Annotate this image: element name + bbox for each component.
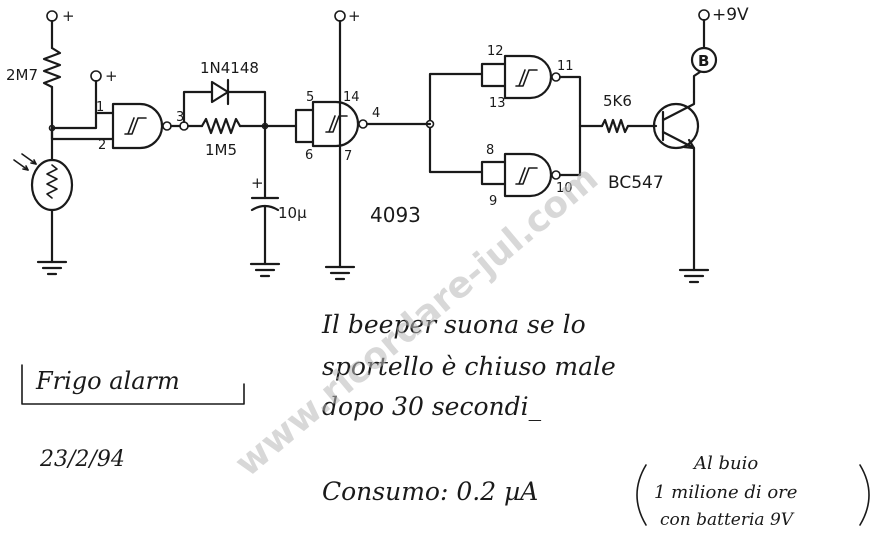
svg-text:8: 8	[486, 143, 494, 158]
ldr-photoresistor	[13, 153, 74, 212]
svg-text:+: +	[105, 67, 118, 85]
title-text: Frigo alarm	[35, 367, 180, 395]
ground-symbol-2	[249, 262, 281, 278]
svg-text:5: 5	[306, 90, 314, 105]
description-line-1: Il beeper suona se lo	[321, 310, 586, 339]
nand-gate-c	[503, 54, 561, 100]
ground-symbol-3	[324, 265, 356, 281]
transistor-bc547: BC547	[608, 90, 700, 272]
date-text: 23/2/94	[39, 447, 125, 472]
resistor-2m7: 2M7	[6, 46, 62, 89]
svg-text:+9V: +9V	[712, 5, 749, 25]
resistor-1m5: 1M5	[200, 117, 242, 159]
svg-text:1 milione di ore: 1 milione di ore	[654, 482, 797, 503]
svg-text:6: 6	[305, 148, 313, 163]
svg-text:12: 12	[487, 44, 504, 59]
battery-note: Al buio 1 milione di ore con batteria 9V	[636, 453, 870, 530]
ground-symbol-4	[678, 268, 710, 284]
description-line-2: sportello è chiuso male	[322, 352, 616, 381]
svg-text:10µ: 10µ	[278, 204, 307, 222]
svg-text:+: +	[62, 7, 75, 25]
svg-text:1: 1	[96, 100, 104, 115]
svg-text:+: +	[348, 7, 361, 25]
supply-terminal-gate-b: +	[334, 7, 361, 25]
svg-text:9: 9	[489, 194, 497, 209]
svg-text:B: B	[698, 52, 709, 70]
svg-text:Al buio: Al buio	[692, 453, 758, 474]
nand-gate-a	[111, 102, 172, 150]
svg-text:5K6: 5K6	[603, 92, 632, 110]
svg-text:con batteria 9V: con batteria 9V	[660, 510, 795, 530]
ground-symbol-1	[36, 260, 68, 276]
buzzer: B	[690, 46, 718, 74]
diode-1n4148: 1N4148	[200, 59, 259, 106]
consumption-text: Consumo: 0.2 µA	[322, 477, 538, 506]
capacitor-10u: + 10µ	[250, 174, 307, 222]
svg-text:14: 14	[343, 90, 360, 105]
svg-text:7: 7	[344, 149, 352, 164]
svg-text:10: 10	[556, 181, 573, 196]
svg-text:+: +	[251, 174, 264, 192]
svg-text:11: 11	[557, 59, 574, 74]
svg-text:3: 3	[176, 110, 184, 125]
svg-text:BC547: BC547	[608, 173, 664, 193]
supply-terminal-9v: +9V	[698, 5, 749, 25]
chip-label: 4093	[370, 203, 421, 227]
svg-text:4: 4	[372, 106, 380, 121]
svg-text:2M7: 2M7	[6, 66, 38, 84]
description-line-3: dopo 30 secondi_	[322, 392, 542, 421]
title-box: Frigo alarm	[21, 364, 245, 405]
svg-text:13: 13	[489, 96, 506, 111]
svg-text:1M5: 1M5	[205, 141, 237, 159]
svg-text:1N4148: 1N4148	[200, 59, 259, 77]
svg-text:2: 2	[98, 138, 106, 153]
resistor-5k6: 5K6	[600, 92, 632, 134]
